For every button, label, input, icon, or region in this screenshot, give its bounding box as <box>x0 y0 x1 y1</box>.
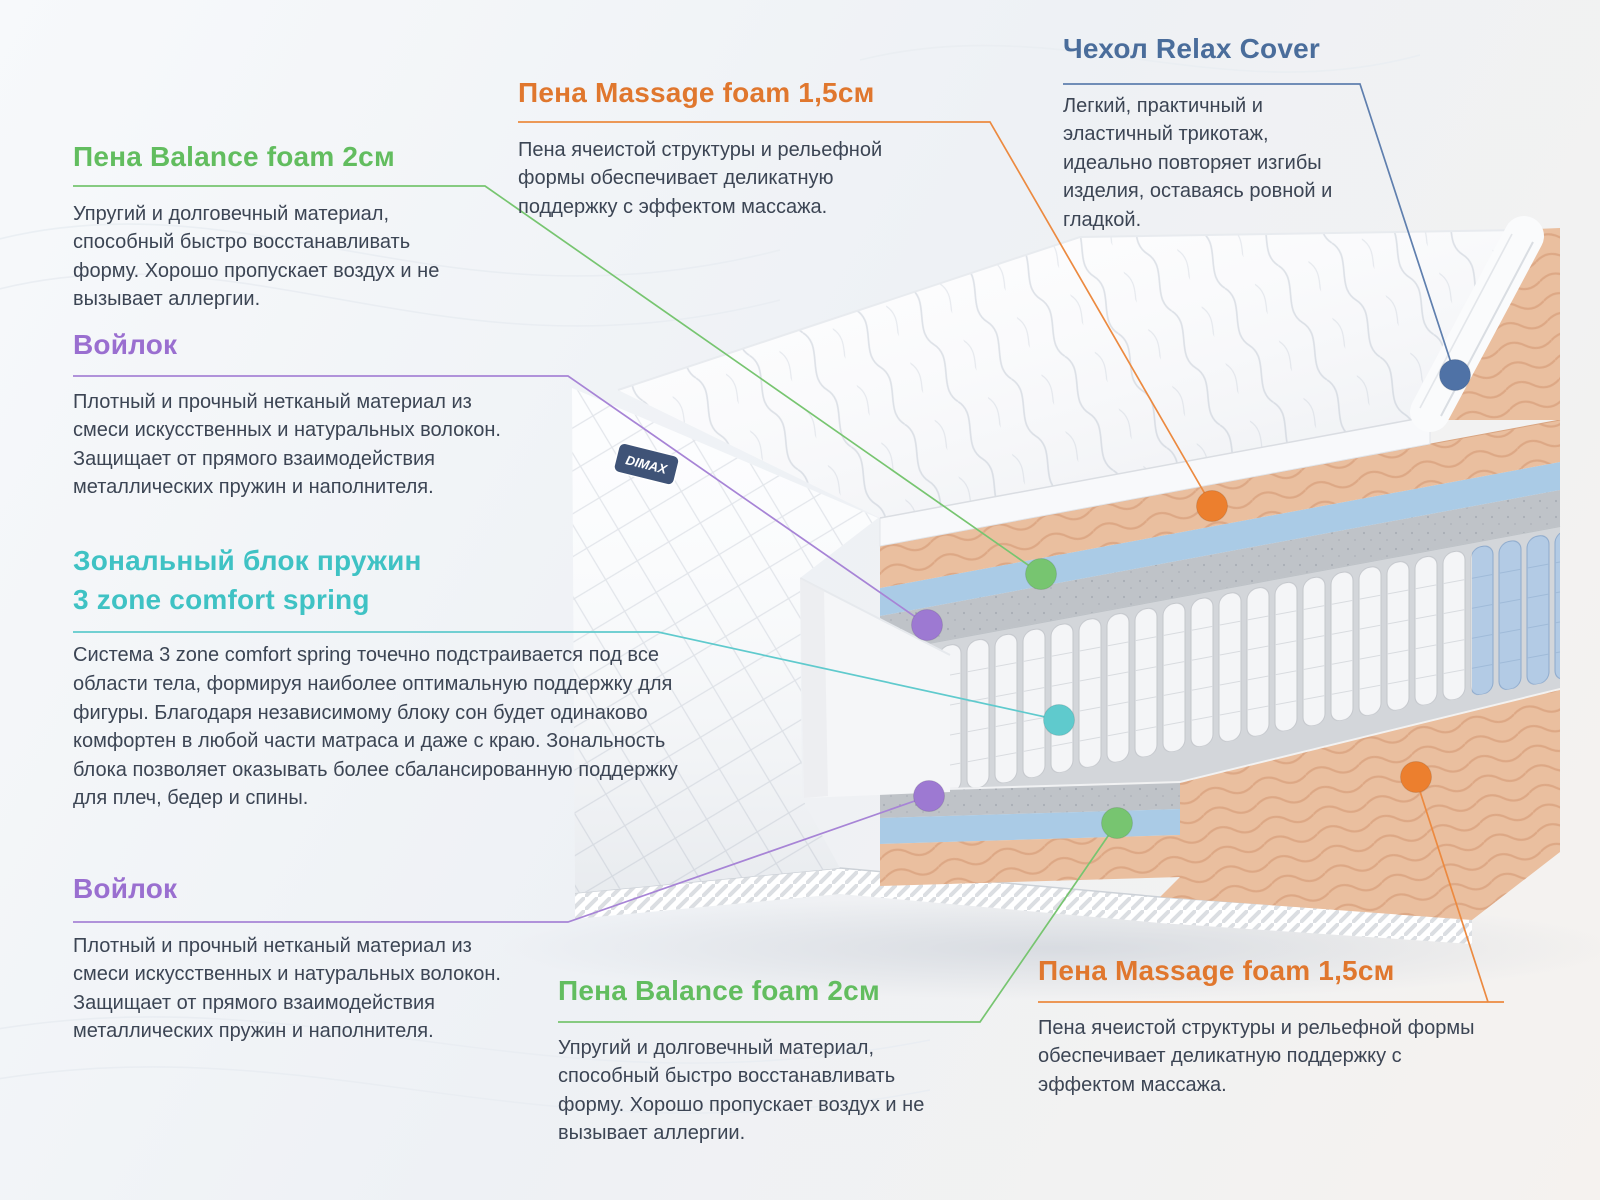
mattress-top-quilted-surface <box>617 229 1521 519</box>
pocket-springs-white <box>880 538 1472 790</box>
leader-line-felt-top <box>73 375 928 626</box>
mattress-side-panel: DIMAX <box>572 388 878 893</box>
leader-line-spring-block <box>73 631 1060 721</box>
leader-line-balance-foam-top <box>73 185 1042 575</box>
callout-felt-bottom-body: Плотный и прочный нетканый материал из с… <box>73 934 501 1043</box>
leader-line-massage-foam-top <box>518 121 1213 507</box>
callout-balance-foam-top: Пена Balance foam 2см Упругий и долговеч… <box>73 140 513 314</box>
callout-balance-foam-top-body: Упругий и долговечный материал, способны… <box>73 202 440 311</box>
background-wave-decor <box>0 44 1421 1114</box>
marker-balance-foam-top-dot <box>1025 558 1057 590</box>
callout-balance-foam-bottom-title: Пена Balance foam 2см <box>558 975 880 1006</box>
foam-encasement-block <box>799 577 951 798</box>
callout-felt-bottom-title: Войлок <box>73 873 178 904</box>
callout-balance-foam-bottom-body: Упругий и долговечный материал, способны… <box>558 1036 925 1145</box>
brand-logo: DIMAX <box>613 442 680 486</box>
callout-massage-foam-bottom: Пена Massage foam 1,5см Пена ячеистой ст… <box>1038 954 1528 1099</box>
marker-felt-bottom-dot <box>913 780 945 812</box>
massage-foam-bottom-outer-surface <box>1160 690 1560 920</box>
felt-bottom-layer <box>880 783 1180 818</box>
leader-line-massage-foam-bottom <box>1038 778 1504 1003</box>
callout-spring-block-title-line1: Зональный блок пружин <box>73 545 422 576</box>
callout-spring-block-body: Система 3 zone comfort spring точечно по… <box>73 644 678 810</box>
leader-line-relax-cover <box>1063 83 1456 376</box>
massage-foam-bottom-layer <box>880 835 1180 886</box>
marker-felt-top-dot <box>911 609 943 641</box>
callout-relax-cover-title: Чехол Relax Cover <box>1063 33 1320 64</box>
callout-massage-foam-top-title: Пена Massage foam 1,5см <box>518 77 875 108</box>
callout-massage-foam-bottom-body: Пена ячеистой структуры и рельефной форм… <box>1038 1016 1475 1096</box>
callout-massage-foam-top-body: Пена ячеистой структуры и рельефной форм… <box>518 138 883 218</box>
callout-massage-foam-bottom-title: Пена Massage foam 1,5см <box>1038 955 1395 986</box>
edge-springs-blue <box>1472 526 1560 697</box>
callout-felt-top-title: Войлок <box>73 329 178 360</box>
callout-felt-bottom: Войлок Плотный и прочный нетканый матери… <box>73 872 553 1046</box>
callout-balance-foam-bottom: Пена Balance foam 2см Упругий и долговеч… <box>558 974 998 1148</box>
marker-massage-foam-bottom-dot <box>1400 761 1432 793</box>
marker-balance-foam-bottom-dot <box>1101 807 1133 839</box>
marker-massage-foam-top-dot <box>1196 490 1228 522</box>
callout-balance-foam-top-title: Пена Balance foam 2см <box>73 141 395 172</box>
callout-massage-foam-top: Пена Massage foam 1,5см Пена ячеистой ст… <box>518 76 998 221</box>
leader-line-felt-bottom <box>73 795 930 923</box>
callout-relax-cover: Чехол Relax Cover Легкий, практичный и э… <box>1063 32 1403 235</box>
callout-felt-top: Войлок Плотный и прочный нетканый матери… <box>73 328 553 502</box>
leader-line-balance-foam-bottom <box>558 822 1118 1023</box>
marker-relax-cover-dot <box>1439 359 1471 391</box>
callout-spring-block-title-line2: 3 zone comfort spring <box>73 584 370 616</box>
felt-top-layer <box>880 490 1560 652</box>
marker-spring-block-dot <box>1043 704 1075 736</box>
callout-relax-cover-body: Легкий, практичный и эластичный трикотаж… <box>1063 94 1333 231</box>
callout-spring-block: Зональный блок пружин 3 zone comfort spr… <box>73 541 733 813</box>
callout-felt-top-body: Плотный и прочный нетканый материал из с… <box>73 390 501 499</box>
